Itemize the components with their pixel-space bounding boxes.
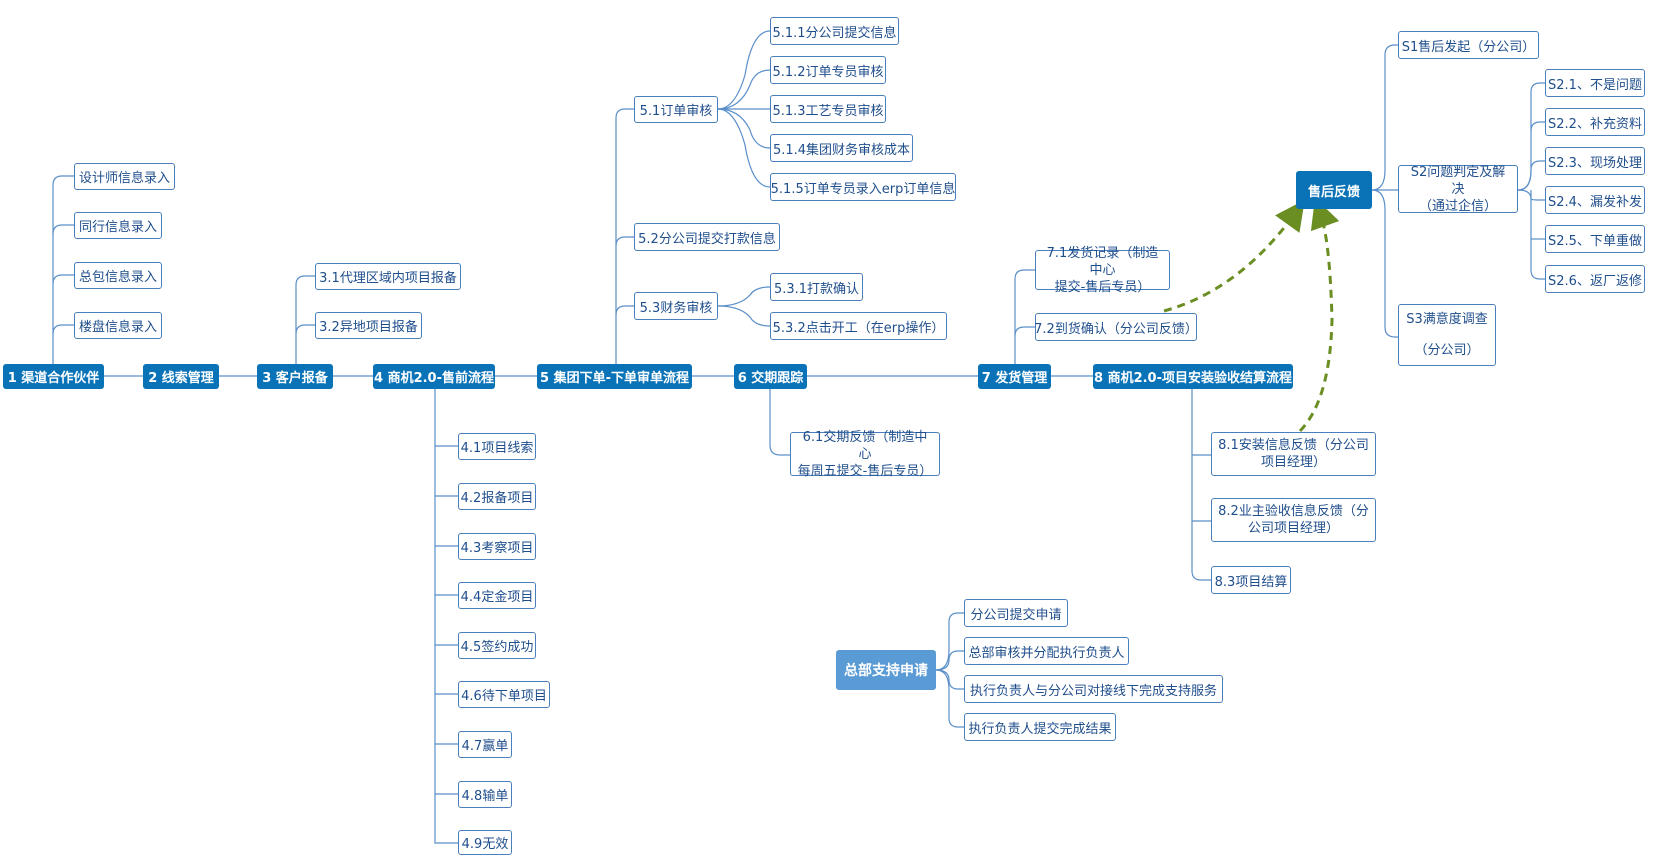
leaf-s2-line1: S2问题判定及解决: [1410, 164, 1506, 197]
leaf-4-7[interactable]: 4.7赢单: [458, 731, 512, 758]
leaf-7-1-line1: 7.1发货记录（制造中心: [1046, 245, 1159, 278]
leaf-5-2[interactable]: 5.2分公司提交打款信息: [634, 223, 780, 251]
leaf-peer-info[interactable]: 同行信息录入: [74, 212, 162, 239]
leaf-6-1-line2: 每周五提交-售后专员）: [797, 463, 933, 479]
leaf-5-1-5[interactable]: 5.1.5订单专员录入erp订单信息: [770, 173, 956, 201]
leaf-s2-2[interactable]: S2.2、补充资料: [1545, 108, 1645, 136]
leaf-8-2[interactable]: 8.2业主验收信息反馈（分 公司项目经理）: [1211, 498, 1376, 542]
leaf-8-1-line1: 8.1安装信息反馈（分公司: [1218, 438, 1369, 453]
main-node-hq-support[interactable]: 总部支持申请: [836, 650, 936, 690]
leaf-s3-line1: S3满意度调查: [1406, 312, 1488, 327]
leaf-4-1[interactable]: 4.1项目线索: [458, 433, 536, 460]
main-node-shipping-management[interactable]: 7 发货管理: [978, 364, 1051, 389]
leaf-hq-1[interactable]: 分公司提交申请: [964, 599, 1068, 627]
leaf-5-3-1[interactable]: 5.3.1打款确认: [770, 273, 863, 301]
leaf-6-1[interactable]: 6.1交期反馈（制造中心 每周五提交-售后专员）: [790, 429, 940, 479]
leaf-s1[interactable]: S1售后发起（分公司）: [1398, 31, 1539, 59]
leaf-5-3[interactable]: 5.3财务审核: [634, 292, 718, 320]
leaf-4-4[interactable]: 4.4定金项目: [458, 582, 536, 609]
main-node-delivery-tracking[interactable]: 6 交期跟踪: [734, 364, 807, 389]
main-node-after-sales-feedback[interactable]: 售后反馈: [1296, 171, 1372, 209]
leaf-8-2-line2: 公司项目经理）: [1247, 521, 1339, 536]
main-node-lead-management[interactable]: 2 线索管理: [143, 364, 219, 389]
leaf-8-1[interactable]: 8.1安装信息反馈（分公司 项目经理）: [1211, 432, 1376, 476]
leaf-s2[interactable]: S2问题判定及解决 （通过企信）: [1398, 164, 1518, 214]
main-node-customer-filing[interactable]: 3 客户报备: [257, 364, 333, 389]
leaf-5-1[interactable]: 5.1订单审核: [634, 96, 718, 123]
leaf-hq-2[interactable]: 总部审核并分配执行负责人: [964, 637, 1129, 665]
leaf-7-2[interactable]: 7.2到货确认（分公司反馈）: [1034, 313, 1198, 341]
leaf-4-6[interactable]: 4.6待下单项目: [458, 681, 550, 708]
leaf-s3[interactable]: S3满意度调查 （分公司）: [1398, 304, 1496, 366]
leaf-8-2-line1: 8.2业主验收信息反馈（分: [1218, 504, 1369, 519]
main-node-install-settlement-flow[interactable]: 8 商机2.0-项目安装验收结算流程: [1093, 364, 1293, 389]
leaf-designer-info[interactable]: 设计师信息录入: [74, 163, 175, 190]
leaf-s2-4[interactable]: S2.4、漏发补发: [1545, 186, 1645, 214]
leaf-4-8[interactable]: 4.8输单: [458, 781, 512, 808]
leaf-4-5[interactable]: 4.5签约成功: [458, 632, 536, 659]
leaf-hq-4[interactable]: 执行负责人提交完成结果: [964, 713, 1116, 741]
leaf-s2-5[interactable]: S2.5、下单重做: [1545, 225, 1645, 253]
leaf-7-1-line2: 提交-售后专员）: [1054, 279, 1151, 295]
leaf-7-1[interactable]: 7.1发货记录（制造中心 提交-售后专员）: [1035, 246, 1170, 295]
leaf-4-3[interactable]: 4.3考察项目: [458, 533, 536, 560]
main-node-presales-flow[interactable]: 4 商机2.0-售前流程: [373, 364, 495, 389]
leaf-4-9[interactable]: 4.9无效: [458, 830, 512, 855]
main-node-order-review-flow[interactable]: 5 集团下单-下单审单流程: [537, 364, 692, 389]
leaf-4-2[interactable]: 4.2报备项目: [458, 483, 536, 510]
leaf-property-info[interactable]: 楼盘信息录入: [74, 312, 162, 339]
main-node-channel-partner[interactable]: 1 渠道合作伙伴: [3, 364, 104, 389]
leaf-3-2[interactable]: 3.2异地项目报备: [315, 312, 422, 339]
leaf-s3-line2: （分公司）: [1414, 343, 1480, 358]
leaf-s2-1[interactable]: S2.1、不是问题: [1545, 69, 1645, 97]
leaf-5-3-2[interactable]: 5.3.2点击开工（在erp操作）: [770, 312, 947, 340]
leaf-s2-6[interactable]: S2.6、返厂返修: [1545, 265, 1645, 293]
leaf-6-1-line1: 6.1交期反馈（制造中心: [802, 429, 928, 462]
leaf-5-1-3[interactable]: 5.1.3工艺专员审核: [770, 95, 886, 123]
leaf-3-1[interactable]: 3.1代理区域内项目报备: [315, 263, 461, 290]
leaf-5-1-1[interactable]: 5.1.1分公司提交信息: [770, 17, 899, 45]
leaf-8-3[interactable]: 8.3项目结算: [1211, 566, 1291, 594]
leaf-hq-3[interactable]: 执行负责人与分公司对接线下完成支持服务: [964, 675, 1223, 703]
leaf-s2-3[interactable]: S2.3、现场处理: [1545, 147, 1645, 175]
leaf-8-1-line2: 项目经理）: [1260, 455, 1326, 470]
leaf-5-1-2[interactable]: 5.1.2订单专员审核: [770, 56, 886, 84]
leaf-5-1-4[interactable]: 5.1.4集团财务审核成本: [770, 134, 913, 162]
leaf-contractor-info[interactable]: 总包信息录入: [74, 262, 162, 289]
leaf-s2-line2: （通过企信）: [1418, 198, 1497, 214]
